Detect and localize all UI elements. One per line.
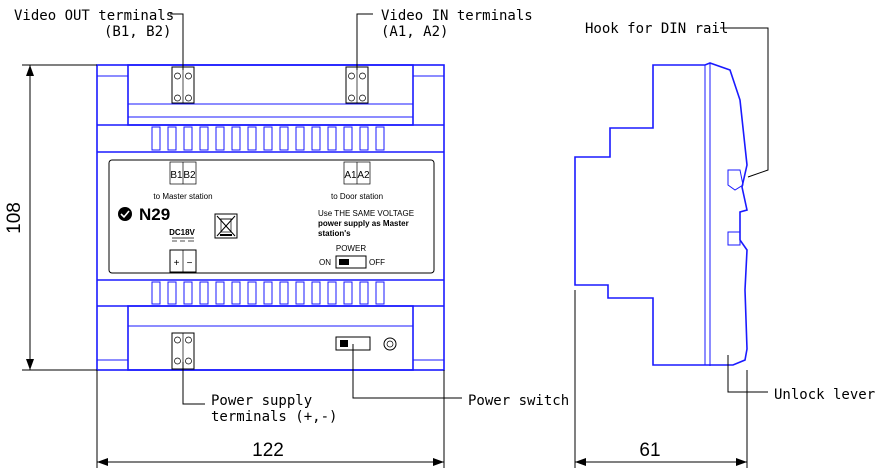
video-out-terminal-block <box>171 66 195 104</box>
a2-label: A2 <box>357 170 370 181</box>
leader-lines <box>170 13 769 405</box>
power-terminals-callout-sub: terminals (+,-) <box>211 409 337 425</box>
b-terminal-labels: B1 B2 <box>169 161 197 185</box>
video-out-leader <box>170 13 184 70</box>
unlock-lever-callout: Unlock lever <box>774 387 875 403</box>
power-terminals-callout: Power supply <box>211 393 312 409</box>
bottom-vent-slots <box>151 281 385 305</box>
video-out-callout-sub: (B1, B2) <box>104 24 171 40</box>
dc-voltage-label: DC18V <box>169 228 195 237</box>
brand-logo <box>118 207 132 221</box>
video-in-callout-sub: (A1, A2) <box>381 24 448 40</box>
b2-label: B2 <box>183 170 196 181</box>
power-switch-leader <box>352 344 462 399</box>
plus-label: + <box>174 258 180 269</box>
b1-label: B1 <box>170 170 183 181</box>
model-label: N29 <box>139 205 170 224</box>
dimension-lines <box>22 64 748 468</box>
din-slot-detail <box>727 231 741 246</box>
hook-callout: Hook for DIN rail <box>585 21 728 37</box>
front-view: B1 B2 A1 A2 to Master station to Door st… <box>96 64 445 371</box>
to-door-label: to Door station <box>331 192 383 201</box>
power-terminal-leader <box>182 362 205 405</box>
video-out-callout: Video OUT terminals <box>14 8 174 24</box>
a-terminal-labels: A1 A2 <box>343 161 371 185</box>
off-label: OFF <box>369 258 385 267</box>
video-in-terminal-block <box>345 66 369 104</box>
unlock-leader <box>727 355 768 393</box>
front-label-panel <box>108 159 435 274</box>
side-outline <box>574 62 748 366</box>
video-in-callout: Video IN terminals <box>381 8 533 24</box>
minus-label: − <box>187 258 193 269</box>
voltage-notice-line3: station's <box>318 229 351 238</box>
to-master-label: to Master station <box>153 192 212 201</box>
power-switch-bottom <box>335 336 397 351</box>
height-dimension: 108 <box>4 202 25 234</box>
power-switch-callout: Power switch <box>468 393 569 409</box>
depth-dimension: 61 <box>639 440 660 461</box>
power-switch-front <box>335 255 367 269</box>
voltage-notice-line1: Use THE SAME VOLTAGE <box>318 209 414 218</box>
hook-leader <box>720 27 769 178</box>
on-label: ON <box>319 258 331 267</box>
power-label: POWER <box>336 244 366 253</box>
top-terminal-housing <box>127 64 414 126</box>
width-dimension: 122 <box>252 440 284 461</box>
din-hook-detail <box>727 169 744 191</box>
voltage-notice-line2: power supply as Master <box>318 219 409 228</box>
video-in-leader <box>356 13 373 70</box>
top-vent-slots <box>151 126 385 151</box>
side-view <box>574 62 748 366</box>
a1-label: A1 <box>344 170 357 181</box>
bottom-terminal-housing <box>127 305 414 371</box>
polarity-box: + − <box>169 249 197 273</box>
weee-icon <box>214 213 238 239</box>
